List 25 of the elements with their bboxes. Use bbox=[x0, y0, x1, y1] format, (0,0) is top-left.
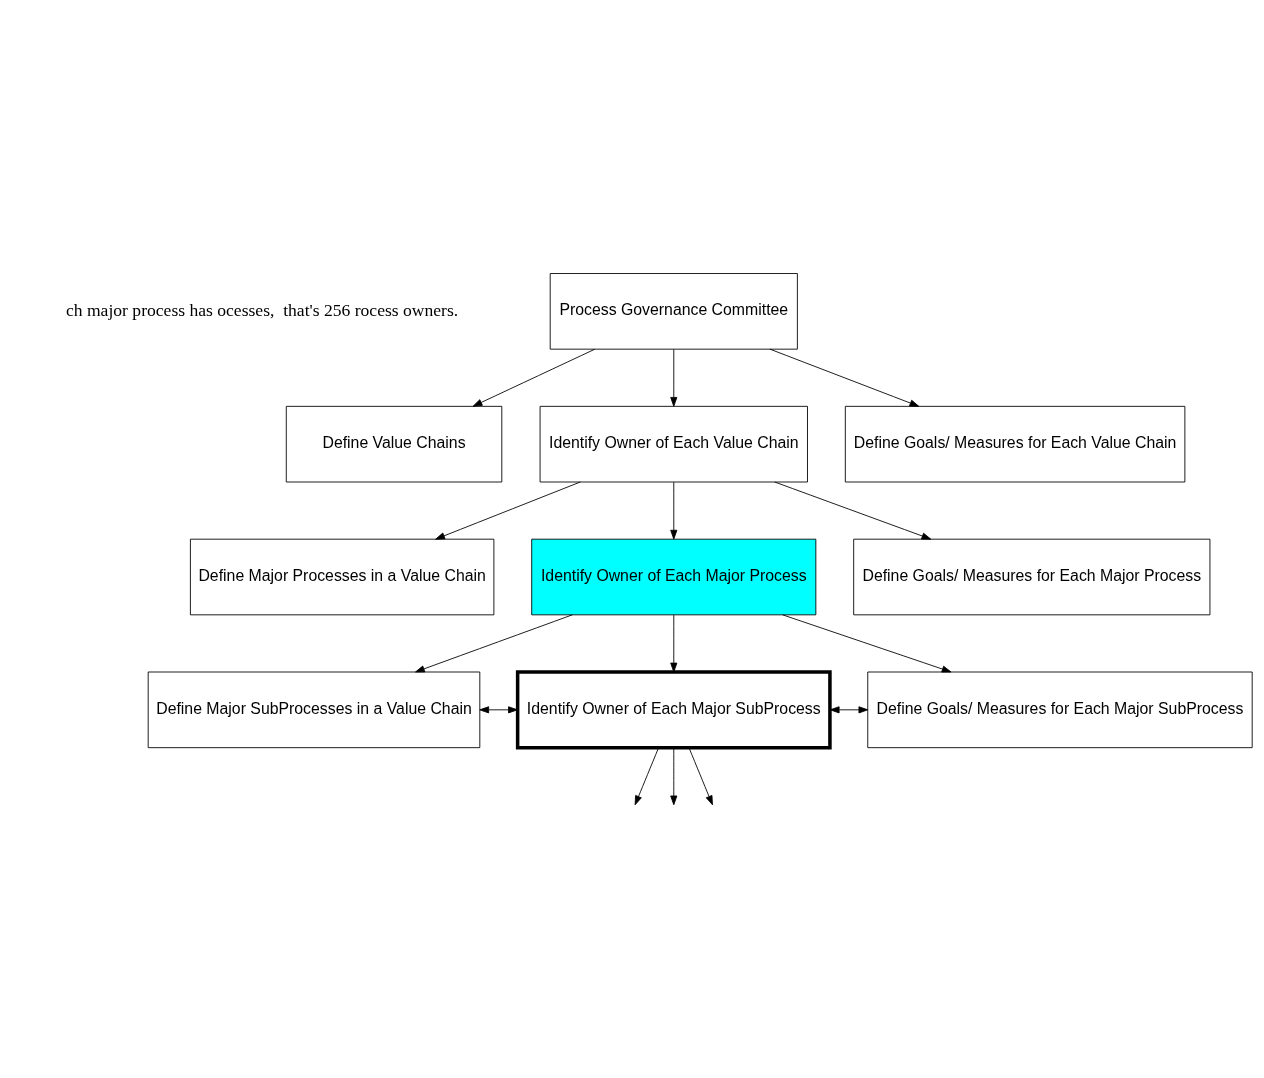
node-box: Identify Owner of Each Major Process bbox=[531, 538, 817, 615]
node-box: Define Goals/ Measures for Each Major SubProcess bbox=[867, 671, 1253, 748]
label: ch major process has ocesses, that's 256 rocess owners. bbox=[65, 299, 459, 320]
arrow bbox=[688, 746, 713, 805]
node-box: Identify Owner of Each Value Chain bbox=[539, 405, 808, 482]
arrow bbox=[670, 481, 678, 539]
arrow bbox=[782, 613, 952, 672]
arrow bbox=[479, 705, 518, 713]
arrow bbox=[472, 348, 596, 407]
arrow bbox=[435, 481, 581, 540]
arrow bbox=[829, 705, 869, 713]
node-box: Define Goals/ Measures for Each Major Process bbox=[853, 538, 1211, 615]
arrow bbox=[415, 613, 573, 672]
node-box: Define Value Chains bbox=[285, 405, 503, 482]
node-box: Identify Owner of Each Major SubProcess bbox=[515, 669, 832, 749]
arrow bbox=[769, 348, 920, 407]
arrow bbox=[634, 746, 659, 805]
arrow bbox=[670, 348, 678, 407]
node-box: Define Major SubProcesses in a Value Chain bbox=[147, 671, 481, 748]
node-box: Define Goals/ Measures for Each Value Chain bbox=[844, 405, 1186, 482]
node-box: Define Major Processes in a Value Chain bbox=[189, 538, 495, 615]
node-box: Process Governance Committee bbox=[549, 272, 798, 350]
arrow bbox=[670, 746, 678, 805]
arrow bbox=[670, 614, 678, 672]
arrow bbox=[774, 481, 932, 540]
